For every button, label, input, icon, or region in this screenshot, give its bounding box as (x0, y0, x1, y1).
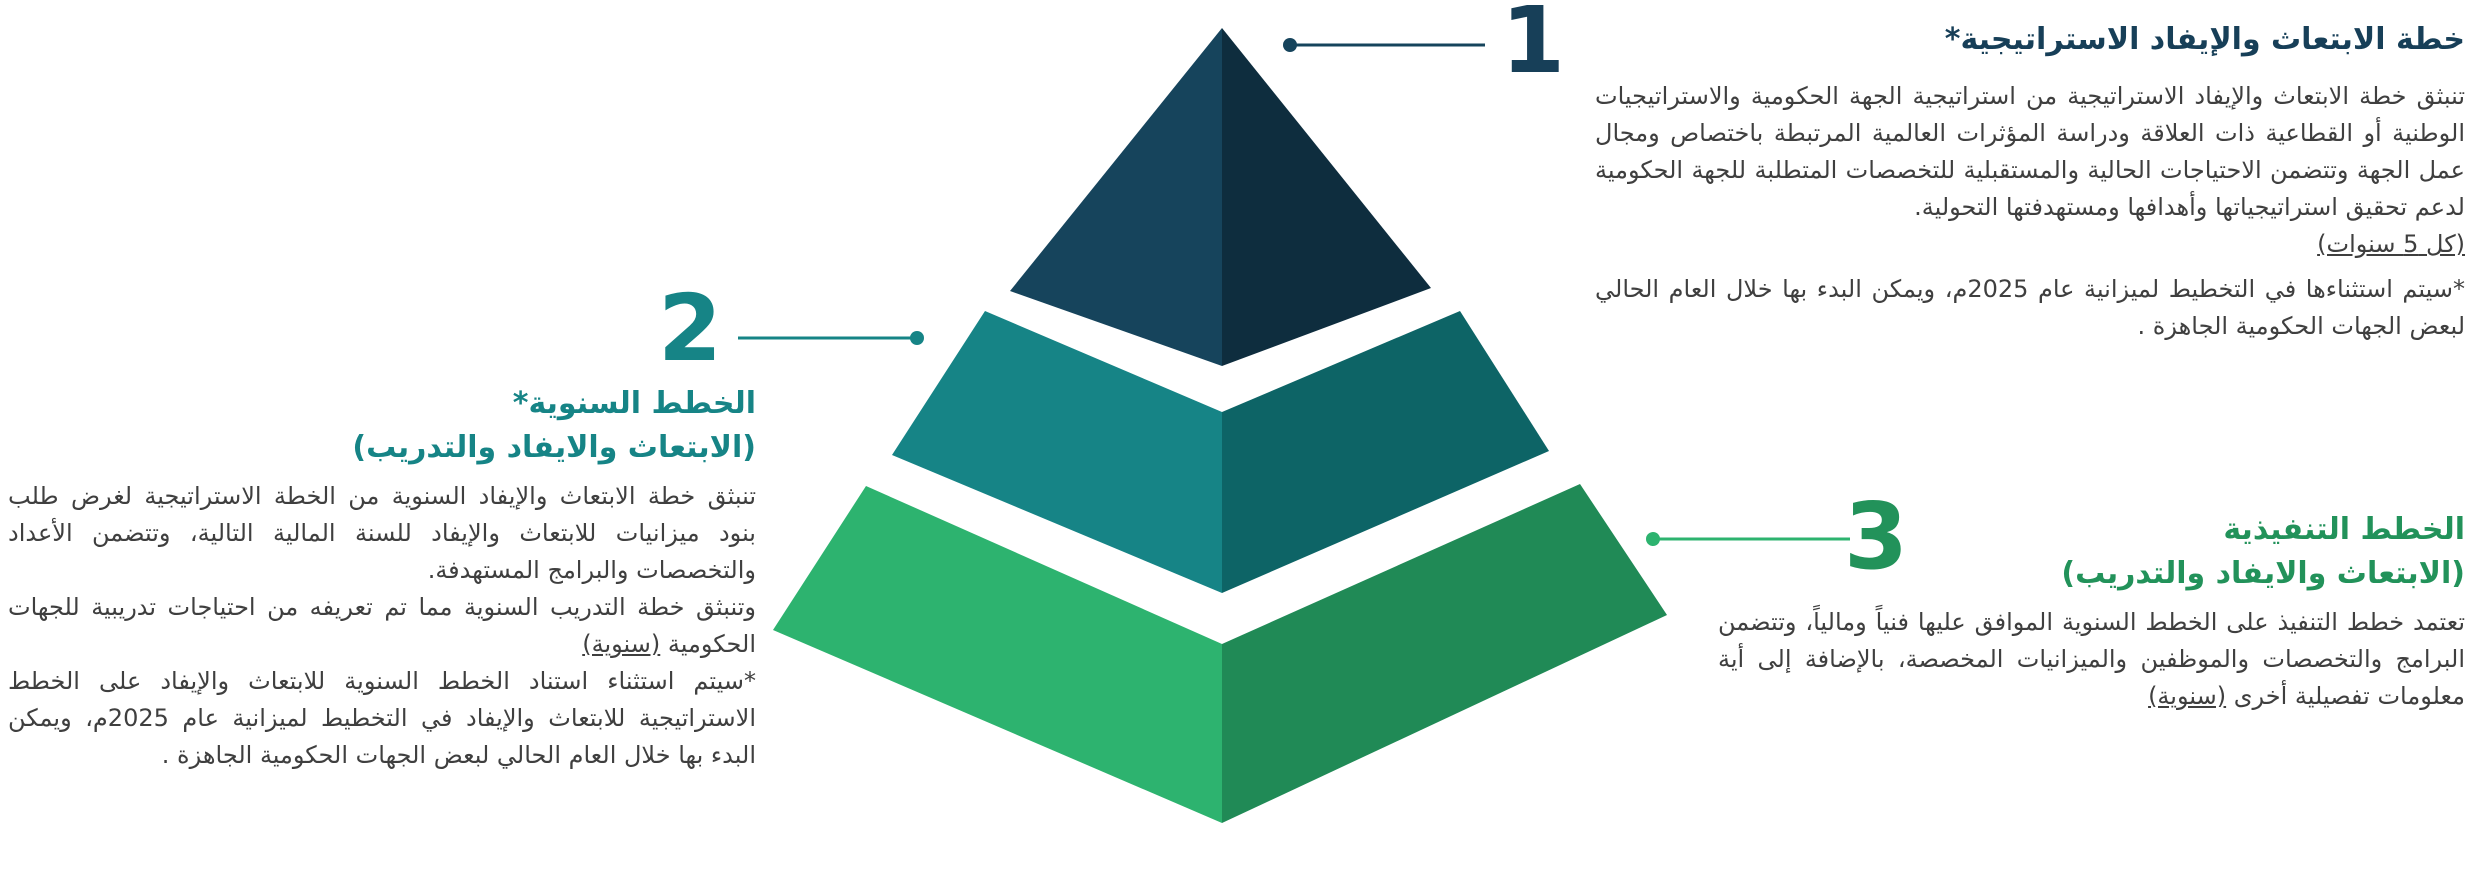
tier-1-text-block: خطة الابتعاث والإيفاد الاستراتيجية* تنبث… (1595, 18, 2465, 345)
pyramid-tier-3 (773, 484, 1667, 823)
tier-3-title: الخطط التنفيذية (2223, 512, 2465, 547)
tier-1-period-label: (كل 5 سنوات) (2317, 230, 2465, 258)
connector-2 (738, 331, 924, 345)
tier-2-period-label: (سنوية) (582, 630, 661, 658)
tier-2-note: *سيتم استثناء استناد الخطط السنوية للابت… (8, 667, 756, 769)
tier-2-title: الخطط السنوية* (512, 386, 756, 421)
tier-1-right-face (1222, 28, 1431, 366)
tier-2-training-description: وتنبثق خطة التدريب السنوية مما تم تعريفه… (8, 589, 756, 663)
tier-3-description: تعتمد خطط التنفيذ على الخطط السنوية المو… (1718, 604, 2465, 715)
tier-1-description: تنبثق خطة الابتعاث والإيفاد الاستراتيجية… (1595, 82, 2465, 221)
tier-2-number: 2 (658, 275, 722, 382)
pyramid-tier-1 (1010, 28, 1431, 366)
connector-2-dot (910, 331, 924, 345)
tier-2-left-face (892, 311, 1222, 593)
tier-3-number: 3 (1844, 483, 1908, 590)
tier-1-period: (كل 5 سنوات) (1595, 226, 2465, 263)
tier-3-period-label: (سنوية) (2148, 682, 2227, 710)
tier-2-right-face (1222, 311, 1549, 593)
tier-1-title: خطة الابتعاث والإيفاد الاستراتيجية* (1944, 22, 2465, 57)
tier-3-left-face (773, 486, 1222, 823)
tier-3-right-face (1222, 484, 1667, 823)
tier-1-number: 1 (1501, 0, 1565, 94)
tier-2-training-text: وتنبثق خطة التدريب السنوية مما تم تعريفه… (8, 593, 756, 658)
tier-2-description: تنبثق خطة الابتعاث والإيفاد السنوية من ا… (8, 482, 756, 584)
connector-3 (1646, 532, 1850, 546)
tier-2-text-block: الخطط السنوية* (الابتعاث والايفاد والتدر… (8, 382, 756, 774)
tier-1-left-face (1010, 28, 1222, 366)
tier-1-note: *سيتم استثناءها في التخطيط لميزانية عام … (1595, 275, 2465, 340)
tier-3-description-text: تعتمد خطط التنفيذ على الخطط السنوية المو… (1718, 608, 2465, 710)
pyramid-tier-2 (892, 311, 1549, 593)
tier-2-subtitle: (الابتعاث والايفاد والتدريب) (352, 430, 756, 465)
tier-3-text-block: الخطط التنفيذية (الابتعاث والايفاد والتد… (1718, 508, 2465, 715)
connector-1 (1283, 38, 1485, 52)
tier-3-subtitle: (الابتعاث والايفاد والتدريب) (2061, 556, 2465, 591)
